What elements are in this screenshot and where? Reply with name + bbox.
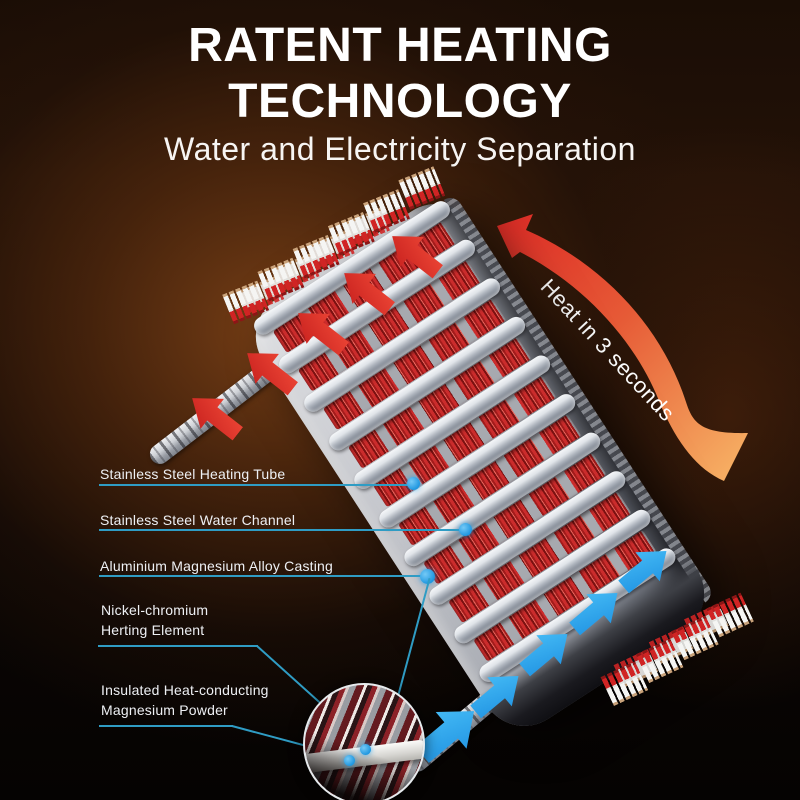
callout-magnesium-powder: Insulated Heat-conducting Magnesium Powd… [101,682,269,719]
leader-line [99,725,233,727]
callout-heating-element: Nickel-chromium Herting Element [101,602,209,639]
page-title: RATENT HEATING TECHNOLOGY [0,18,800,130]
title-line-2: TECHNOLOGY [228,75,572,129]
callout-alloy-casting: Aluminium Magnesium Alloy Casting [100,558,334,574]
magnifier-shadow [305,685,423,800]
title-line-1: RATENT HEATING [188,19,612,72]
page-subtitle: Water and Electricity Separation [164,131,636,167]
leader-line [98,645,258,647]
leader-line [99,484,409,486]
callout-dot [344,755,355,766]
callout-dot [360,744,371,755]
callout-water-channel: Stainless Steel Water Channel [100,512,296,528]
cross-section-magnifier [303,683,425,800]
callout-dot [420,569,435,584]
callout-dot [407,477,420,490]
leader-line [99,575,425,577]
callout-dot [459,523,472,536]
leader-line [99,529,465,531]
callout-heating-tube: Stainless Steel Heating Tube [100,466,286,482]
